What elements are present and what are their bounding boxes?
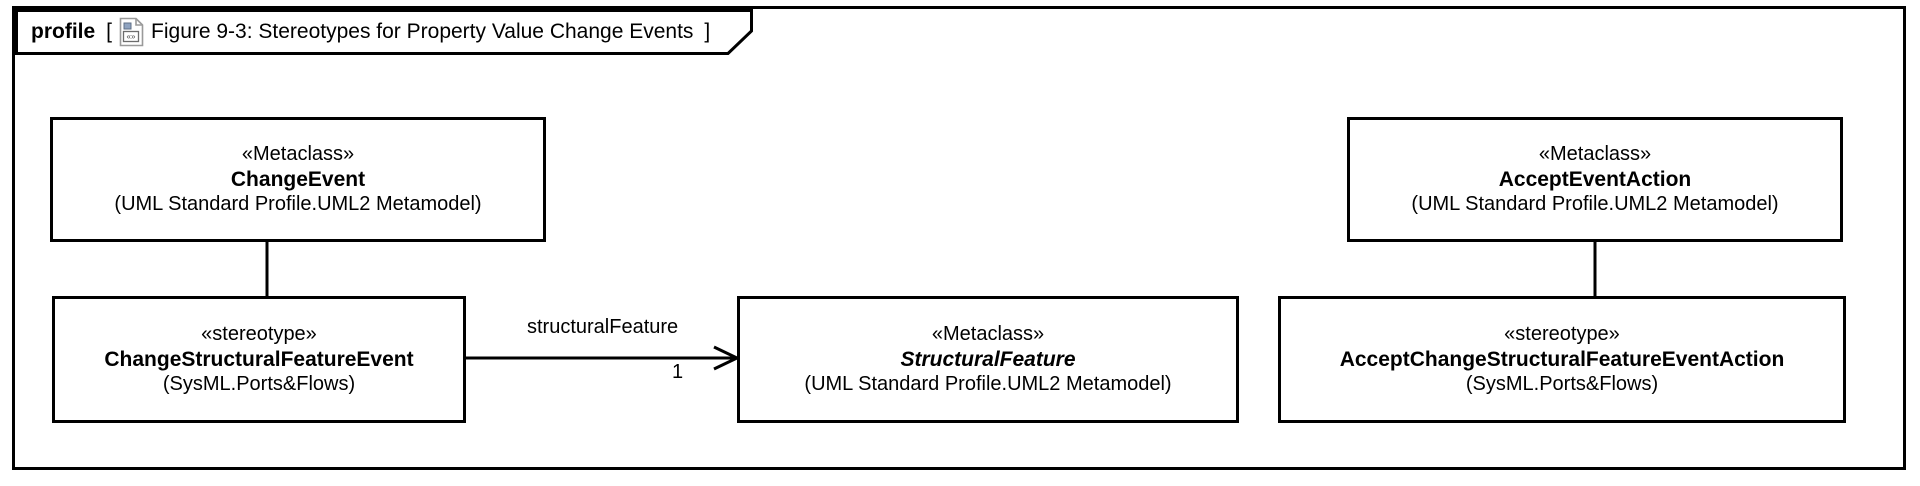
diagram-header-tab: profile [ «» Figure 9-3: Stereotypes for… — [15, 9, 753, 55]
class-stereotype-label: «Metaclass» — [931, 323, 1045, 346]
class-box-change-structural-feature-event[interactable]: «stereotype» ChangeStructuralFeatureEven… — [52, 296, 466, 423]
class-name-label: ChangeStructuralFeatureEvent — [104, 347, 414, 371]
header-bracket-close: ] — [704, 20, 711, 43]
class-qualified-name-label: (SysML.Ports&Flows) — [1465, 373, 1659, 396]
association-multiplicity-label: 1 — [672, 361, 684, 383]
class-name-label: ChangeEvent — [230, 167, 366, 191]
class-box-change-event[interactable]: «Metaclass» ChangeEvent (UML Standard Pr… — [50, 117, 546, 242]
class-name-label: StructuralFeature — [900, 347, 1076, 371]
class-box-accept-event-action[interactable]: «Metaclass» AcceptEventAction (UML Stand… — [1347, 117, 1843, 242]
class-stereotype-label: «stereotype» — [1504, 323, 1620, 346]
header-bracket-open: [ — [106, 20, 113, 43]
class-box-accept-change-structural-feature-event-action[interactable]: «stereotype» AcceptChangeStructuralFeatu… — [1278, 296, 1846, 423]
diagram-kind-label: profile — [31, 20, 96, 43]
diagram-document-icon: «» — [119, 17, 144, 47]
svg-text:«»: «» — [127, 32, 136, 41]
association-role-label: structuralFeature — [527, 316, 679, 338]
class-qualified-name-label: (UML Standard Profile.UML2 Metamodel) — [804, 373, 1172, 396]
class-qualified-name-label: (UML Standard Profile.UML2 Metamodel) — [1411, 193, 1779, 216]
class-qualified-name-label: (UML Standard Profile.UML2 Metamodel) — [114, 193, 482, 216]
class-stereotype-label: «Metaclass» — [1538, 143, 1652, 166]
class-qualified-name-label: (SysML.Ports&Flows) — [162, 373, 356, 396]
class-box-structural-feature[interactable]: «Metaclass» StructuralFeature (UML Stand… — [737, 296, 1239, 423]
class-name-label: AcceptEventAction — [1498, 167, 1692, 191]
class-stereotype-label: «stereotype» — [201, 323, 317, 346]
class-stereotype-label: «Metaclass» — [241, 143, 355, 166]
class-name-label: AcceptChangeStructuralFeatureEventAction — [1339, 347, 1785, 371]
diagram-title: Figure 9-3: Stereotypes for Property Val… — [151, 20, 694, 43]
header-tab-shape — [15, 9, 753, 55]
